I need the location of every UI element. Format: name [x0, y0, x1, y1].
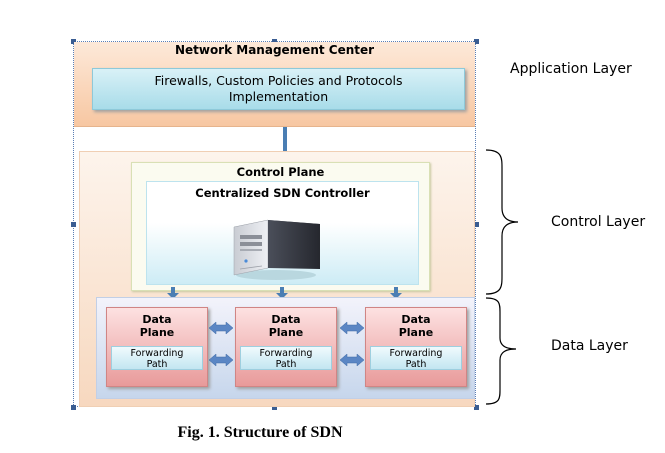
resize-handle[interactable]	[272, 39, 277, 44]
control-plane-title: Control Plane	[236, 165, 325, 179]
data-layer-brace	[485, 297, 517, 405]
network-management-center-title: Network Management Center	[174, 43, 375, 57]
data-plane-3-title-line-2: Plane	[398, 326, 434, 339]
forwarding-path-1-line-1: Forwarding	[130, 348, 184, 359]
data-plane-3-title-line-1: Data	[401, 313, 431, 326]
forwarding-path-3-line-1: Forwarding	[389, 348, 443, 359]
server-icon	[233, 219, 320, 280]
resize-handle[interactable]	[71, 222, 76, 227]
sdn-controller-title: Centralized SDN Controller	[195, 186, 370, 200]
data-layer-label: Data Layer	[551, 338, 628, 354]
policies-box: Firewalls, Custom Policies and Protocols…	[92, 68, 465, 110]
data-plane-1-title: Data Plane	[106, 313, 208, 339]
policies-line-2: Implementation	[228, 89, 329, 104]
forwarding-path-3-line-2: Path	[405, 359, 427, 370]
resize-handle[interactable]	[71, 39, 76, 44]
data-plane-2-title: Data Plane	[235, 313, 337, 339]
data-plane-1-title-line-1: Data	[142, 313, 172, 326]
resize-handle[interactable]	[474, 39, 479, 44]
forwarding-path-1-line-2: Path	[146, 359, 168, 370]
forwarding-path-1: Forwarding Path	[111, 346, 203, 370]
forwarding-path-2-line-2: Path	[275, 359, 297, 370]
application-layer-label: Application Layer	[510, 61, 632, 77]
app-to-control-connector	[283, 127, 287, 151]
data-plane-1-title-line-2: Plane	[139, 326, 175, 339]
forwarding-path-2: Forwarding Path	[240, 346, 332, 370]
data-plane-links	[208, 321, 365, 367]
policies-line-1: Firewalls, Custom Policies and Protocols	[154, 73, 403, 88]
figure-caption: Fig. 1. Structure of SDN	[177, 424, 343, 441]
control-layer-label: Control Layer	[551, 214, 646, 230]
forwarding-path-2-line-1: Forwarding	[259, 348, 313, 359]
control-layer-brace	[485, 149, 519, 295]
resize-handle[interactable]	[71, 405, 76, 410]
resize-handle[interactable]	[474, 222, 479, 227]
data-plane-2-title-line-2: Plane	[268, 326, 304, 339]
resize-handle[interactable]	[272, 405, 277, 410]
data-plane-3-title: Data Plane	[365, 313, 467, 339]
control-to-data-arrows	[167, 287, 402, 299]
data-plane-2-title-line-1: Data	[271, 313, 301, 326]
resize-handle[interactable]	[474, 405, 479, 410]
forwarding-path-3: Forwarding Path	[370, 346, 462, 370]
